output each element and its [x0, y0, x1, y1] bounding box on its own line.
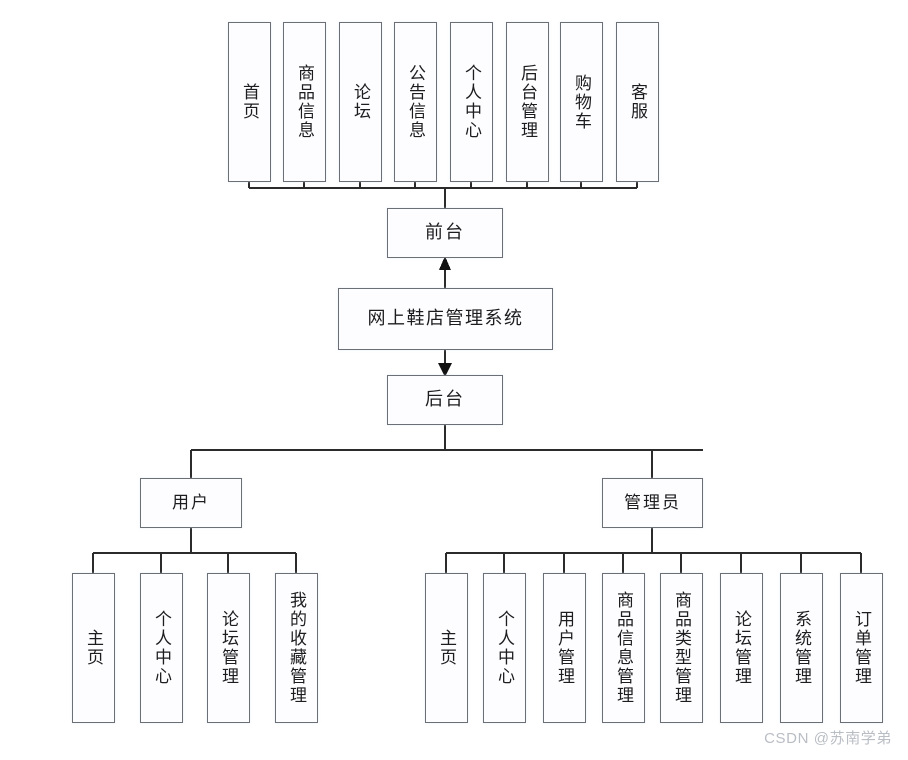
- admin-item-label: 个人中心: [495, 610, 514, 686]
- frontend-item-0[interactable]: 首页: [228, 22, 271, 182]
- admin-item-label: 论坛管理: [732, 610, 751, 686]
- frontend-item-label: 论坛: [351, 83, 370, 121]
- role-admin-label: 管理员: [624, 492, 681, 512]
- frontend-item-label: 公告信息: [406, 64, 425, 140]
- role-user-label: 用户: [172, 492, 210, 512]
- admin-item-label: 系统管理: [792, 610, 811, 686]
- user-item-label: 主页: [84, 629, 103, 667]
- csdn-watermark: CSDN @苏南学弟: [764, 730, 892, 747]
- user-item-3[interactable]: 我的收藏管理: [275, 573, 318, 723]
- admin-item-1[interactable]: 个人中心: [483, 573, 526, 723]
- system-root-label: 网上鞋店管理系统: [367, 308, 524, 329]
- frontend-item-4[interactable]: 个人中心: [450, 22, 493, 182]
- frontend-item-6[interactable]: 购物车: [560, 22, 603, 182]
- admin-item-5[interactable]: 论坛管理: [720, 573, 763, 723]
- frontend-item-label: 后台管理: [518, 64, 537, 140]
- user-item-2[interactable]: 论坛管理: [207, 573, 250, 723]
- frontend-item-label: 首页: [240, 83, 259, 121]
- admin-item-label: 主页: [437, 629, 456, 667]
- admin-item-2[interactable]: 用户管理: [543, 573, 586, 723]
- admin-item-3[interactable]: 商品信息管理: [602, 573, 645, 723]
- user-item-1[interactable]: 个人中心: [140, 573, 183, 723]
- frontend-item-label: 个人中心: [462, 64, 481, 140]
- frontend-item-2[interactable]: 论坛: [339, 22, 382, 182]
- frontend-item-3[interactable]: 公告信息: [394, 22, 437, 182]
- role-admin-node[interactable]: 管理员: [602, 478, 703, 528]
- backend-node[interactable]: 后台: [387, 375, 503, 425]
- admin-item-label: 商品类型管理: [672, 591, 691, 705]
- frontend-item-7[interactable]: 客服: [616, 22, 659, 182]
- system-root-node[interactable]: 网上鞋店管理系统: [338, 288, 553, 350]
- admin-item-6[interactable]: 系统管理: [780, 573, 823, 723]
- admin-item-0[interactable]: 主页: [425, 573, 468, 723]
- user-item-label: 个人中心: [152, 610, 171, 686]
- frontend-item-label: 客服: [628, 83, 647, 121]
- user-item-label: 我的收藏管理: [287, 591, 306, 705]
- admin-item-label: 用户管理: [555, 610, 574, 686]
- admin-item-7[interactable]: 订单管理: [840, 573, 883, 723]
- frontend-item-label: 商品信息: [295, 64, 314, 140]
- backend-node-label: 后台: [425, 389, 465, 410]
- role-user-node[interactable]: 用户: [140, 478, 242, 528]
- frontend-item-5[interactable]: 后台管理: [506, 22, 549, 182]
- admin-item-label: 商品信息管理: [614, 591, 633, 705]
- user-item-label: 论坛管理: [219, 610, 238, 686]
- admin-item-label: 订单管理: [852, 610, 871, 686]
- user-item-0[interactable]: 主页: [72, 573, 115, 723]
- frontend-node[interactable]: 前台: [387, 208, 503, 258]
- admin-item-4[interactable]: 商品类型管理: [660, 573, 703, 723]
- frontend-node-label: 前台: [425, 222, 465, 243]
- frontend-item-1[interactable]: 商品信息: [283, 22, 326, 182]
- frontend-item-label: 购物车: [572, 73, 591, 131]
